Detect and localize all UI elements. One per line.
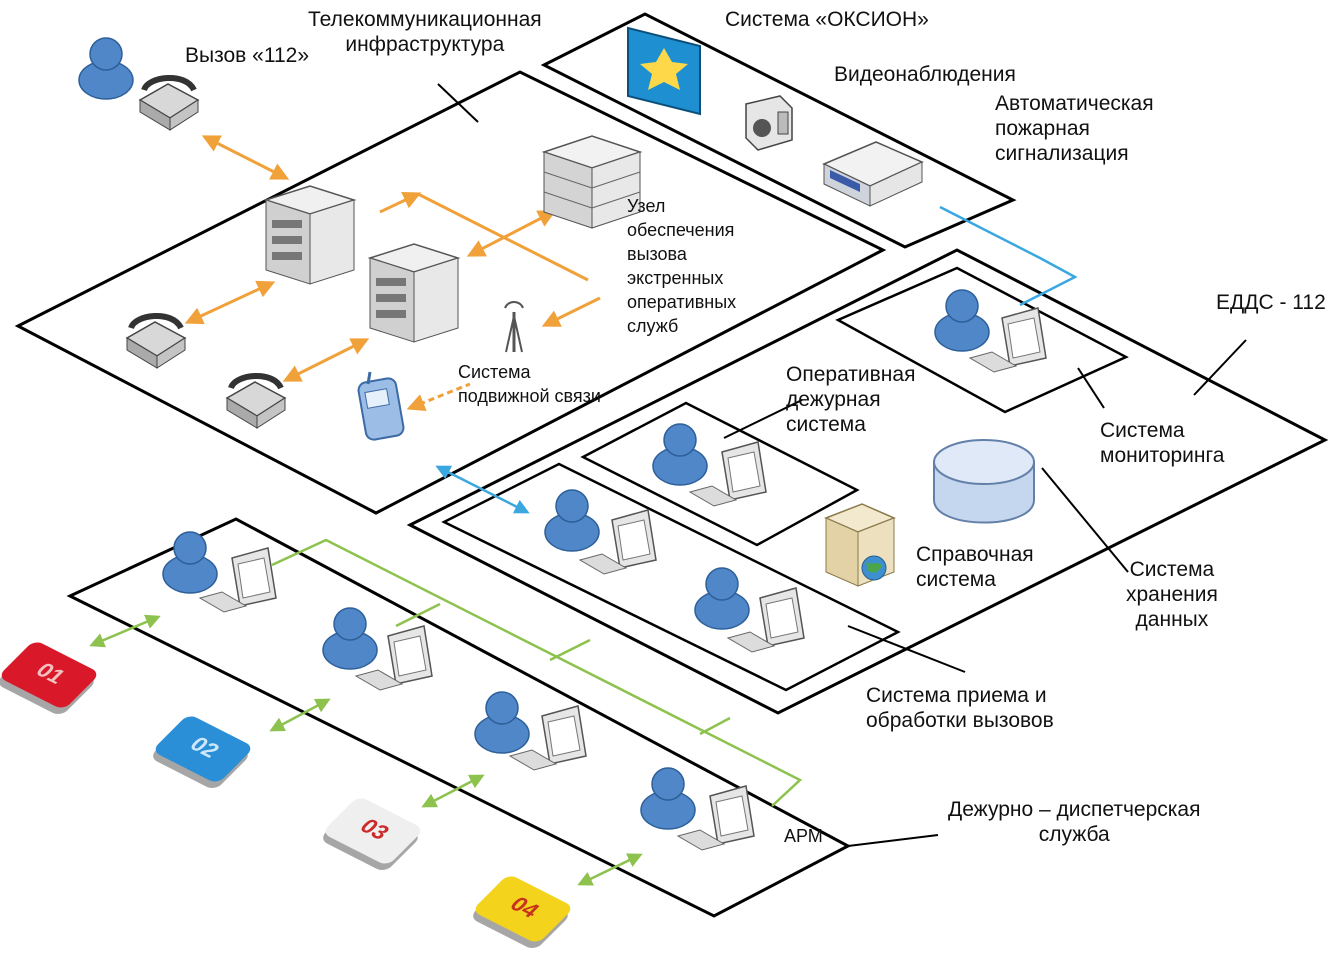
fire-alarm-panel-icon [822,141,924,207]
workstation-label: АРМ [784,826,823,846]
oksion-screen-icon [627,26,701,116]
telecom-region-outline [14,70,887,515]
node-server-stack [541,135,643,229]
fire-alarm-label: Автоматическая пожарная сигнализация [995,92,1154,165]
reference-server-icon [824,503,896,587]
dispatch-service-label: Дежурно – диспетчерская служба [948,798,1201,846]
operative-region-outline [580,401,860,547]
edds-region-outline [406,248,1329,715]
oksion-region-outline [540,12,1017,249]
monitoring-region-outline [835,266,1129,414]
edds-112-label: ЕДДС - 112 [1216,291,1326,314]
call-112-label: Вызов «112» [185,44,310,67]
database-icon [933,439,1035,524]
data-storage-system-label: Система хранения данных [1126,558,1218,631]
emergency-node-label: Узел обеспечения вызова экстренных опера… [627,196,737,336]
mobile-phone-icon [357,371,405,441]
reference-system-label: Справочная система [916,543,1034,591]
call-reception-system-label: Система приема и обработки вызовов [866,684,1054,732]
monitoring-system-label: Система мониторинга [1100,419,1225,467]
video-surveillance-label: Видеонаблюдения [834,63,1016,86]
antenna-icon [504,301,524,353]
video-camera-icon [745,95,793,151]
oksion-system-label: Система «ОКСИОН» [725,8,929,31]
telecom-infrastructure-label: Телекоммуникационная инфраструктура [308,8,542,56]
operative-duty-system-label: Оперативная дежурная система [786,363,916,436]
mobile-system-label: Система подвижной связи [458,362,601,406]
